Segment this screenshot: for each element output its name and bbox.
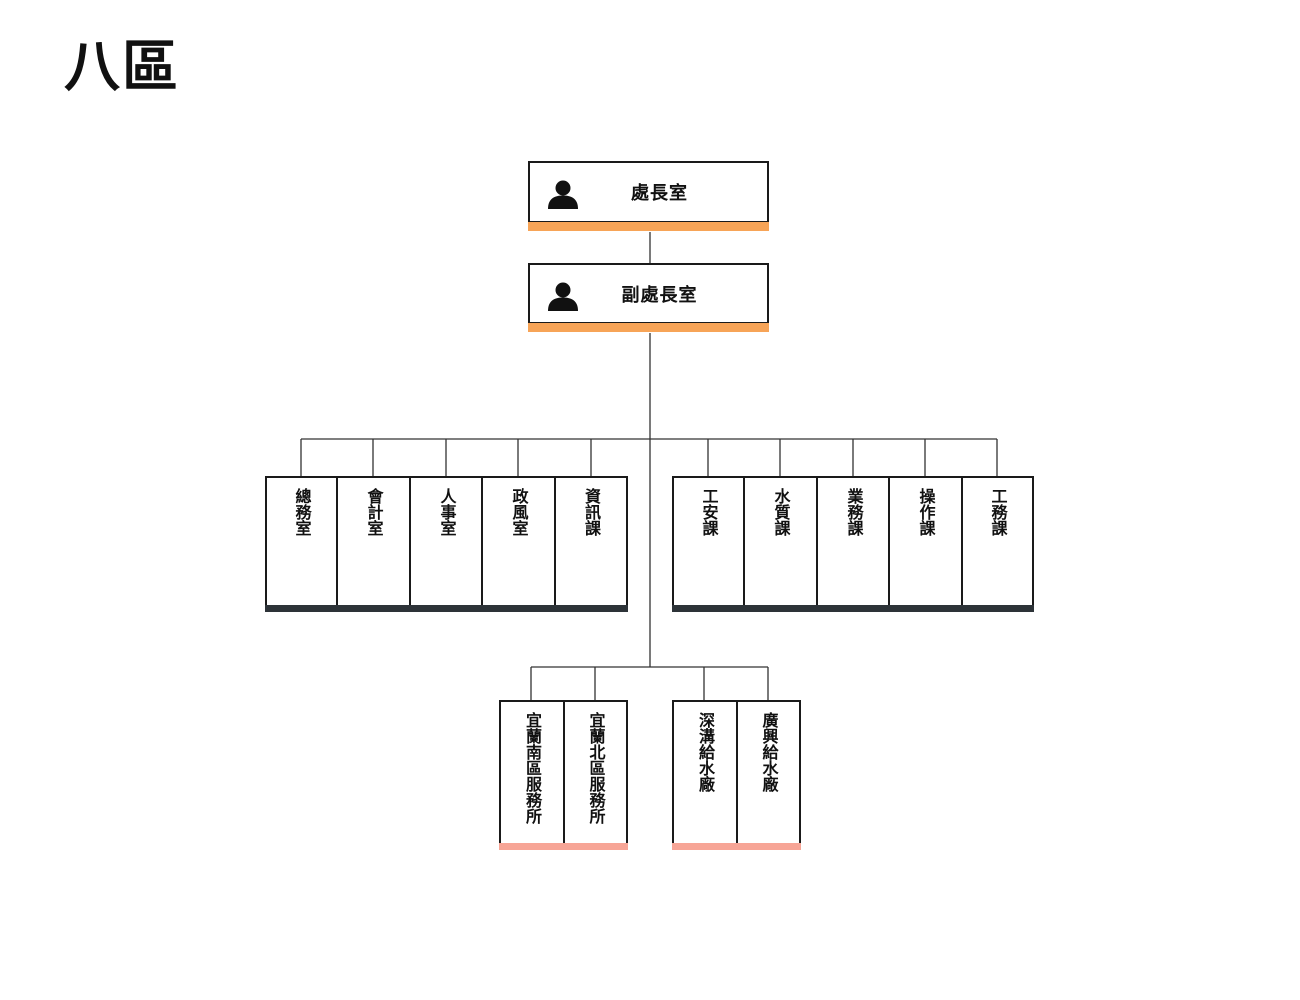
service-office-cell[interactable]: 宜蘭北區服務所 bbox=[563, 700, 628, 845]
water-plant-label: 廣興給水廠 bbox=[759, 712, 779, 792]
division-cell[interactable]: 工務課 bbox=[961, 476, 1034, 607]
office-cell[interactable]: 人事室 bbox=[409, 476, 484, 607]
person-icon bbox=[548, 180, 578, 209]
director-box[interactable]: 處長室 bbox=[528, 161, 769, 223]
deputy-box[interactable]: 副處長室 bbox=[528, 263, 769, 324]
office-cell[interactable]: 政風室 bbox=[481, 476, 556, 607]
director-accent-bar bbox=[528, 222, 769, 231]
deputy-label: 副處長室 bbox=[621, 284, 698, 306]
service-office-label: 宜蘭北區服務所 bbox=[586, 712, 606, 824]
office-label: 人事室 bbox=[437, 488, 457, 536]
office-label: 會計室 bbox=[364, 488, 384, 536]
office-label: 總務室 bbox=[292, 488, 312, 536]
office-cell[interactable]: 資訊課 bbox=[554, 476, 628, 607]
division-label: 水質課 bbox=[771, 488, 791, 536]
service-offices-accent-bar bbox=[499, 843, 628, 850]
offices-accent-bar bbox=[265, 605, 628, 612]
divisions-accent-bar bbox=[672, 605, 1034, 612]
office-cell[interactable]: 會計室 bbox=[336, 476, 411, 607]
office-label: 資訊課 bbox=[582, 488, 601, 536]
person-icon bbox=[548, 282, 578, 311]
office-cell[interactable]: 總務室 bbox=[265, 476, 338, 607]
water-plants-accent-bar bbox=[672, 843, 801, 850]
office-label: 政風室 bbox=[509, 488, 529, 536]
division-cell[interactable]: 水質課 bbox=[743, 476, 818, 607]
water-plant-cell[interactable]: 廣興給水廠 bbox=[736, 700, 801, 845]
director-label: 處長室 bbox=[631, 183, 688, 204]
deputy-accent-bar bbox=[528, 323, 769, 332]
water-plant-label: 深溝給水廠 bbox=[696, 712, 715, 792]
water-plant-cell[interactable]: 深溝給水廠 bbox=[672, 700, 738, 845]
division-label: 業務課 bbox=[844, 488, 864, 536]
service-office-cell[interactable]: 宜蘭南區服務所 bbox=[499, 700, 565, 845]
division-label: 工安課 bbox=[699, 488, 719, 536]
division-cell[interactable]: 工安課 bbox=[672, 476, 745, 607]
page-title: 八區 bbox=[64, 35, 180, 100]
division-cell[interactable]: 業務課 bbox=[816, 476, 891, 607]
service-office-label: 宜蘭南區服務所 bbox=[523, 712, 542, 824]
division-cell[interactable]: 操作課 bbox=[888, 476, 963, 607]
division-label: 操作課 bbox=[916, 488, 936, 536]
division-label: 工務課 bbox=[988, 488, 1008, 536]
